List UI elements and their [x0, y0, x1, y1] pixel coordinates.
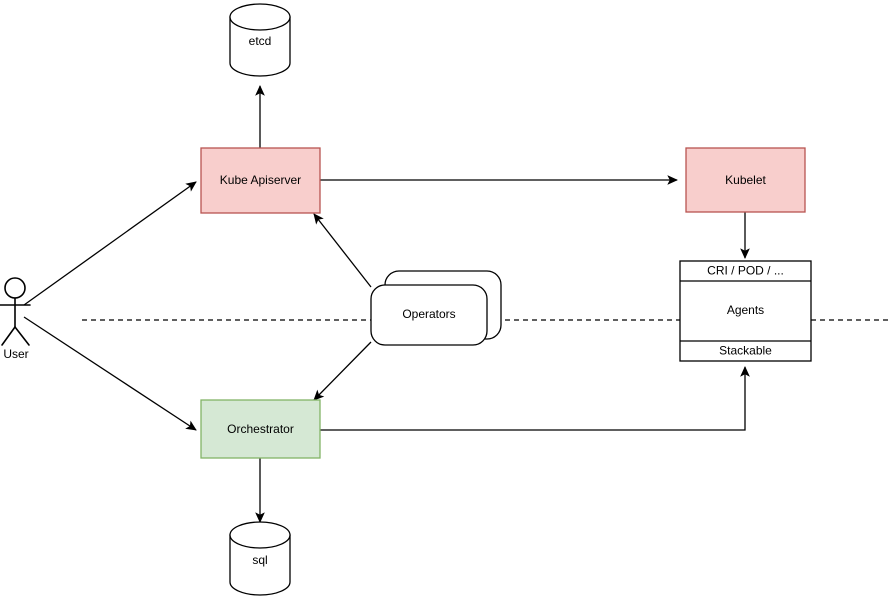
kube-apiserver-label: Kube Apiserver	[220, 173, 301, 187]
user-head-icon	[4, 277, 26, 299]
node-orchestrator[interactable]: Orchestrator	[200, 399, 321, 459]
user-left-leg	[1, 326, 16, 346]
kubelet-box	[685, 147, 806, 213]
kubelet-label: Kubelet	[725, 173, 766, 187]
etcd-cylinder-body	[229, 16, 291, 77]
etcd-label: etcd	[249, 34, 272, 48]
etcd-cylinder-top	[229, 3, 291, 31]
node-etcd[interactable]: etcd	[229, 3, 291, 77]
edge-orchestrator-to-stackable	[320, 366, 750, 431]
sql-cylinder-top	[229, 521, 291, 549]
sql-label: sql	[252, 553, 267, 567]
node-agents[interactable]: CRI / POD / ... Agents Stackable	[679, 260, 812, 362]
operators-label: Operators	[402, 307, 455, 321]
orchestrator-label: Orchestrator	[227, 422, 294, 436]
agents-footer-label: Stackable	[719, 344, 772, 358]
edge-user-to-orchestrator	[23, 316, 197, 431]
node-user-actor[interactable]: User	[0, 277, 31, 361]
edge-user-to-apiserver	[23, 181, 197, 306]
operators-front-card	[370, 284, 488, 346]
orchestrator-box	[200, 399, 321, 459]
node-sql[interactable]: sql	[229, 521, 291, 596]
agents-header-label: CRI / POD / ...	[707, 264, 784, 278]
sql-cylinder-body	[229, 534, 291, 596]
edge-operators-to-apiserver	[313, 213, 372, 288]
user-label: User	[3, 347, 28, 361]
user-right-leg	[14, 326, 30, 346]
edge-operators-to-orchestrator	[313, 341, 372, 401]
node-kube-apiserver[interactable]: Kube Apiserver	[200, 147, 321, 214]
agents-outer-box	[679, 260, 812, 362]
kube-apiserver-box	[200, 147, 321, 214]
node-operators[interactable]: Operators	[370, 270, 502, 346]
agents-body-label: Agents	[727, 303, 764, 317]
node-kubelet[interactable]: Kubelet	[685, 147, 806, 213]
